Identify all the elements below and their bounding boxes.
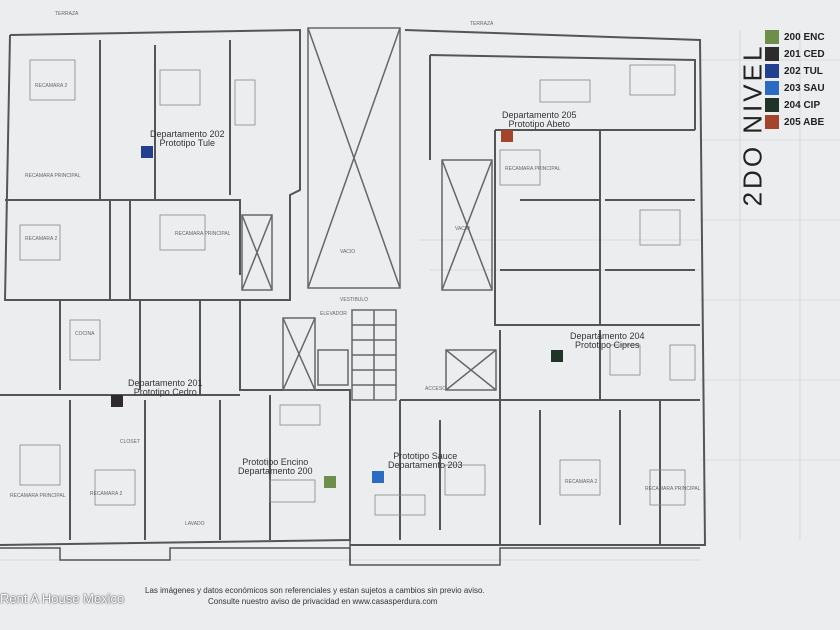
marker-dept-203 bbox=[372, 471, 384, 483]
room-label: RECAMARA 2 bbox=[565, 479, 598, 485]
room-label: RECAMARA 2 bbox=[35, 83, 68, 89]
room-label: VACIO bbox=[340, 249, 356, 255]
room-label: RECAMARA PRINCIPAL bbox=[505, 166, 561, 172]
room-label: TERRAZA bbox=[470, 21, 494, 27]
room-label: LAVADO bbox=[185, 521, 205, 527]
right-building-walls bbox=[350, 29, 707, 546]
legend-item: 202 TUL bbox=[765, 64, 823, 78]
room-label: TERRAZA bbox=[55, 11, 79, 17]
room-label: COCINA bbox=[75, 331, 95, 337]
room-label: RECAMARA PRINCIPAL bbox=[25, 173, 81, 179]
room-label: CLOSET bbox=[120, 439, 141, 445]
terrace-band bbox=[0, 530, 700, 566]
room-label: ELEVADOR bbox=[320, 311, 347, 317]
central-void-walls bbox=[241, 27, 497, 401]
background-grid-lines bbox=[0, 30, 840, 561]
room-label: RECAMARA PRINCIPAL bbox=[10, 493, 66, 499]
room-label: RECAMARA PRINCIPAL bbox=[645, 486, 701, 492]
room-label: VACIO bbox=[455, 226, 471, 232]
legend-item: 200 ENC bbox=[765, 30, 825, 44]
room-label: ACCESO bbox=[425, 386, 447, 392]
room-label: RECAMARA 2 bbox=[25, 236, 58, 242]
marker-dept-202 bbox=[141, 146, 153, 158]
legend-item: 203 SAU bbox=[765, 81, 825, 95]
watermark: Rent A House Mexico bbox=[0, 591, 125, 606]
disclaimer-text: Las imágenes y datos económicos son refe… bbox=[145, 586, 485, 595]
left-building-walls bbox=[0, 28, 351, 546]
room-label: VESTIBULO bbox=[340, 297, 369, 303]
furniture bbox=[19, 59, 696, 516]
room-label: RECAMARA PRINCIPAL bbox=[175, 231, 231, 237]
legend-item: 201 CED bbox=[765, 47, 825, 61]
marker-dept-205 bbox=[501, 130, 513, 142]
legend-item: 204 CIP bbox=[765, 98, 820, 112]
marker-dept-201 bbox=[111, 395, 123, 407]
marker-dept-200 bbox=[324, 476, 336, 488]
legend-item: 205 ABE bbox=[765, 115, 824, 129]
privacy-notice-text: Consulte nuestro aviso de privacidad en … bbox=[208, 597, 438, 606]
room-label: RECAMARA 2 bbox=[90, 491, 123, 497]
marker-dept-204 bbox=[551, 350, 563, 362]
